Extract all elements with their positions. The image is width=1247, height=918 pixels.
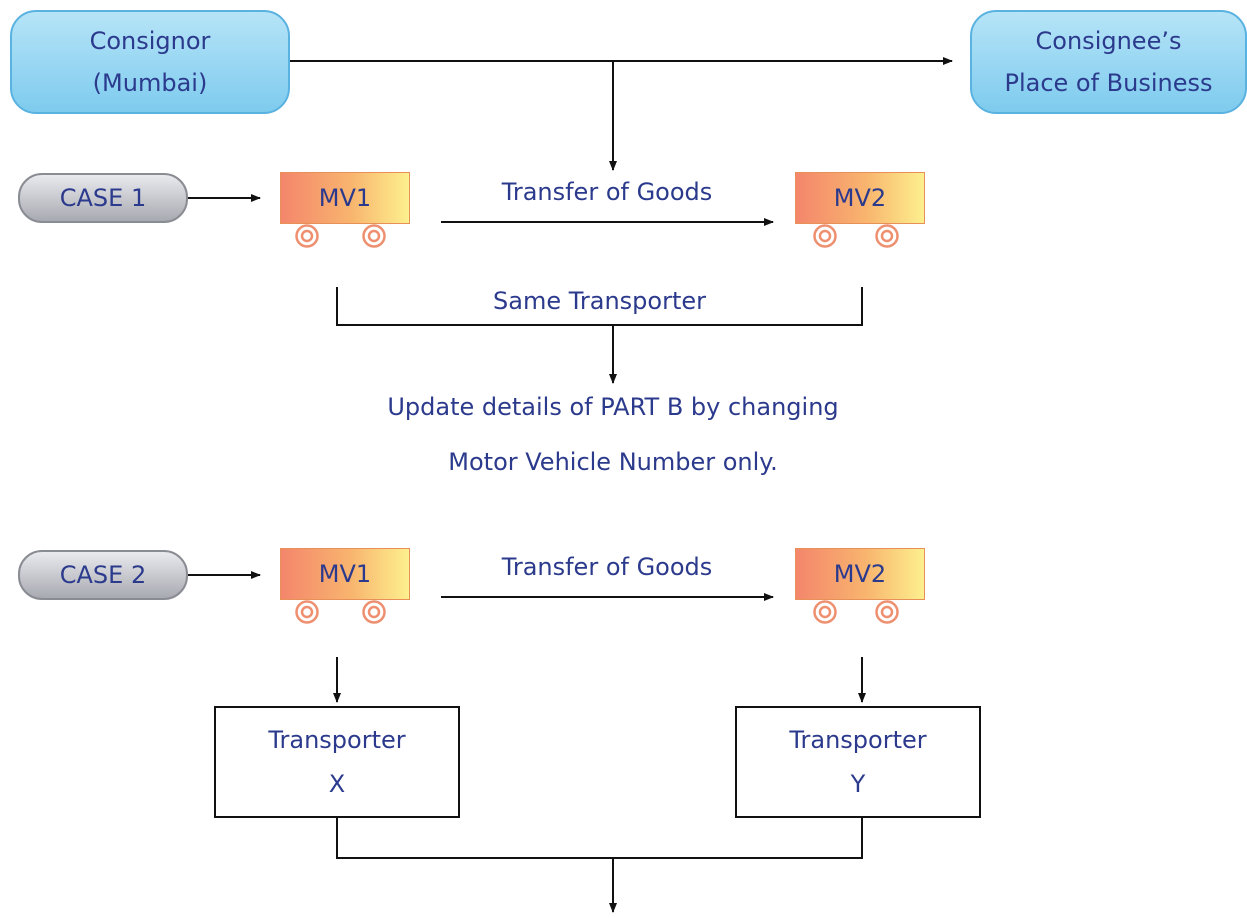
case1-label: CASE 1: [59, 184, 147, 212]
wheel-icon: [362, 224, 386, 248]
transporter-x-box: Transporter X: [214, 706, 460, 818]
same-transporter-bracket: [336, 287, 863, 326]
case1-result-line1: Update details of PART B by changing: [387, 393, 839, 421]
transporter-y-id: Y: [850, 770, 866, 798]
transporter-x-label: Transporter: [268, 726, 406, 754]
case1-vehicle-mv1: MV1: [280, 172, 410, 250]
case1-mv2-label: MV2: [833, 184, 887, 212]
case1-transfer-label: Transfer of Goods: [501, 178, 713, 206]
case2-transfer-label: Transfer of Goods: [501, 553, 713, 581]
case1-vehicle-mv2: MV2: [795, 172, 925, 250]
wheel-icon: [813, 600, 837, 624]
transporter-y-box: Transporter Y: [735, 706, 981, 818]
consignor-box: Consignor (Mumbai): [10, 10, 290, 114]
consignor-label: Consignor: [89, 27, 211, 55]
transporters-bracket: [336, 818, 863, 859]
case1-mv2-body: MV2: [795, 172, 925, 224]
consignee-place: Place of Business: [1004, 69, 1213, 97]
case2-pill: CASE 2: [18, 550, 188, 600]
wheel-icon: [875, 600, 899, 624]
wheel-icon: [813, 224, 837, 248]
consignor-location: (Mumbai): [92, 69, 208, 97]
wheel-icon: [875, 224, 899, 248]
case2-mv1-label: MV1: [318, 560, 372, 588]
case1-mv1-body: MV1: [280, 172, 410, 224]
case1-mv1-label: MV1: [318, 184, 372, 212]
case2-mv2-body: MV2: [795, 548, 925, 600]
transporter-y-label: Transporter: [789, 726, 927, 754]
case2-mv2-label: MV2: [833, 560, 887, 588]
transporter-x-id: X: [328, 770, 346, 798]
case2-label: CASE 2: [59, 561, 147, 589]
wheel-icon: [295, 600, 319, 624]
case2-mv1-body: MV1: [280, 548, 410, 600]
case2-vehicle-mv1: MV1: [280, 548, 410, 626]
case1-result-line2: Motor Vehicle Number only.: [448, 448, 778, 476]
consignee-box: Consignee’s Place of Business: [970, 10, 1247, 114]
wheel-icon: [362, 600, 386, 624]
same-transporter-label: Same Transporter: [493, 287, 706, 315]
consignee-label: Consignee’s: [1035, 27, 1182, 55]
wheel-icon: [295, 224, 319, 248]
case1-pill: CASE 1: [18, 173, 188, 223]
case2-vehicle-mv2: MV2: [795, 548, 925, 626]
